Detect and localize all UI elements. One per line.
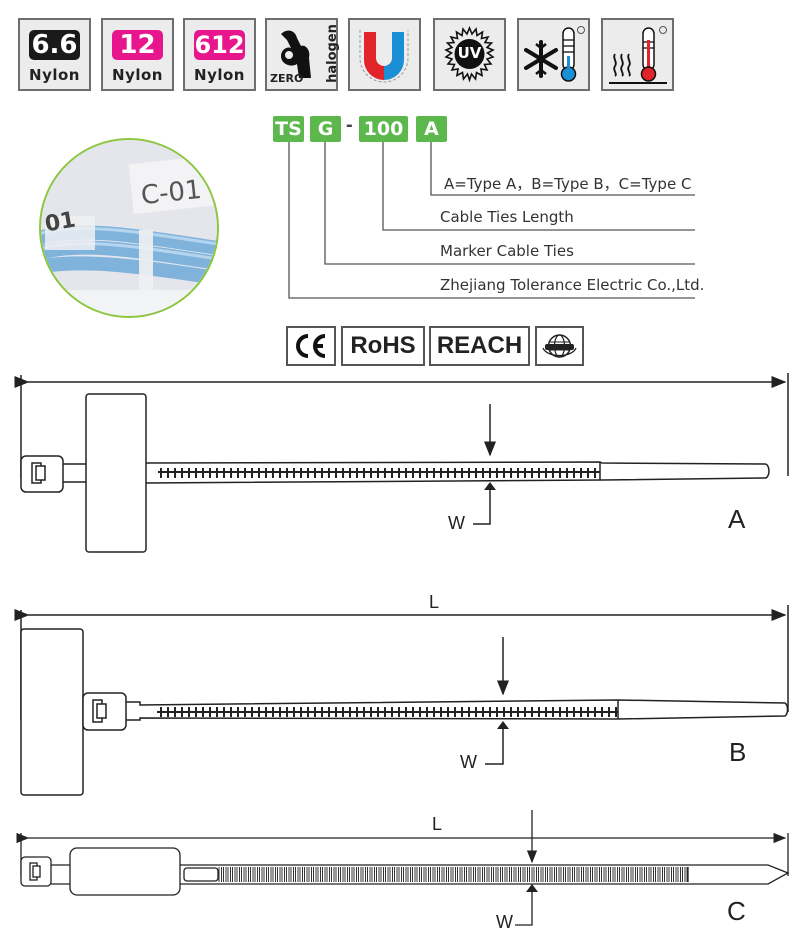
width-label-a: W: [448, 513, 465, 533]
legend-type: A=Type A，B=Type B，C=Type C: [444, 175, 692, 193]
uv-sun-icon: [444, 25, 495, 83]
width-label-b: W: [460, 752, 477, 772]
code-segment-variant: A: [416, 116, 447, 142]
cert-iso-globe: [535, 326, 584, 366]
ok-hand-icon: [281, 30, 311, 78]
uv-text: UV: [457, 44, 482, 62]
diagram-type-c: [16, 810, 790, 926]
code-separator: -: [346, 114, 353, 136]
badge-nylon-12: 12 Nylon: [101, 18, 174, 91]
diagram-type-b: [14, 605, 789, 796]
legend-marker: Marker Cable Ties: [440, 242, 574, 260]
product-photo: C-01 01: [39, 138, 219, 318]
width-label-c: W: [496, 912, 513, 932]
badge-number: 6.6: [29, 30, 80, 60]
length-label-b: L: [429, 592, 440, 612]
diagram-label-a: A: [728, 504, 746, 534]
length-label-c: L: [432, 814, 443, 834]
badge-label: Nylon: [29, 66, 80, 84]
cert-rohs: RoHS: [341, 326, 425, 366]
ce-mark-icon: [296, 334, 326, 358]
legend-company: Zhejiang Tolerance Electric Co.,Ltd.: [440, 276, 705, 294]
badge-label: Nylon: [112, 66, 163, 84]
magnet-icon: [359, 30, 409, 83]
diagram-label-c: C: [727, 896, 746, 926]
badge-uv: UV: [433, 18, 506, 91]
code-segment-length: 100: [359, 116, 408, 142]
cable-bundle-illustration: [41, 140, 217, 316]
heat-thermometer-icon: [609, 26, 667, 84]
badge-heat-resistant: [601, 18, 674, 91]
marker-label-text: C-01: [139, 174, 204, 212]
badge-zero-halogen: ZERO halogen: [265, 18, 340, 91]
snowflake-thermometer-icon: [524, 26, 585, 82]
badge-nylon-612: 612 Nylon: [183, 18, 256, 91]
cert-ce: [286, 326, 336, 366]
code-segment-brand: TS: [273, 116, 304, 142]
code-segment-type: G: [310, 116, 341, 142]
diagram-label-b: B: [729, 737, 747, 767]
zero-text: ZERO: [270, 72, 304, 85]
globe-icon: [542, 334, 577, 358]
badge-cold-resistant: [517, 18, 590, 91]
badge-number: 612: [194, 30, 245, 60]
diagram-type-a: [14, 373, 789, 553]
legend-length: Cable Ties Length: [440, 208, 574, 226]
badge-label: Nylon: [194, 66, 245, 84]
badge-number: 12: [112, 30, 163, 60]
halogen-text: halogen: [324, 24, 340, 83]
cert-reach: REACH: [429, 326, 530, 366]
marker-label-text-partial: 01: [43, 207, 78, 238]
badge-magnetic: [348, 18, 421, 91]
badge-nylon-66: 6.6 Nylon: [18, 18, 91, 91]
